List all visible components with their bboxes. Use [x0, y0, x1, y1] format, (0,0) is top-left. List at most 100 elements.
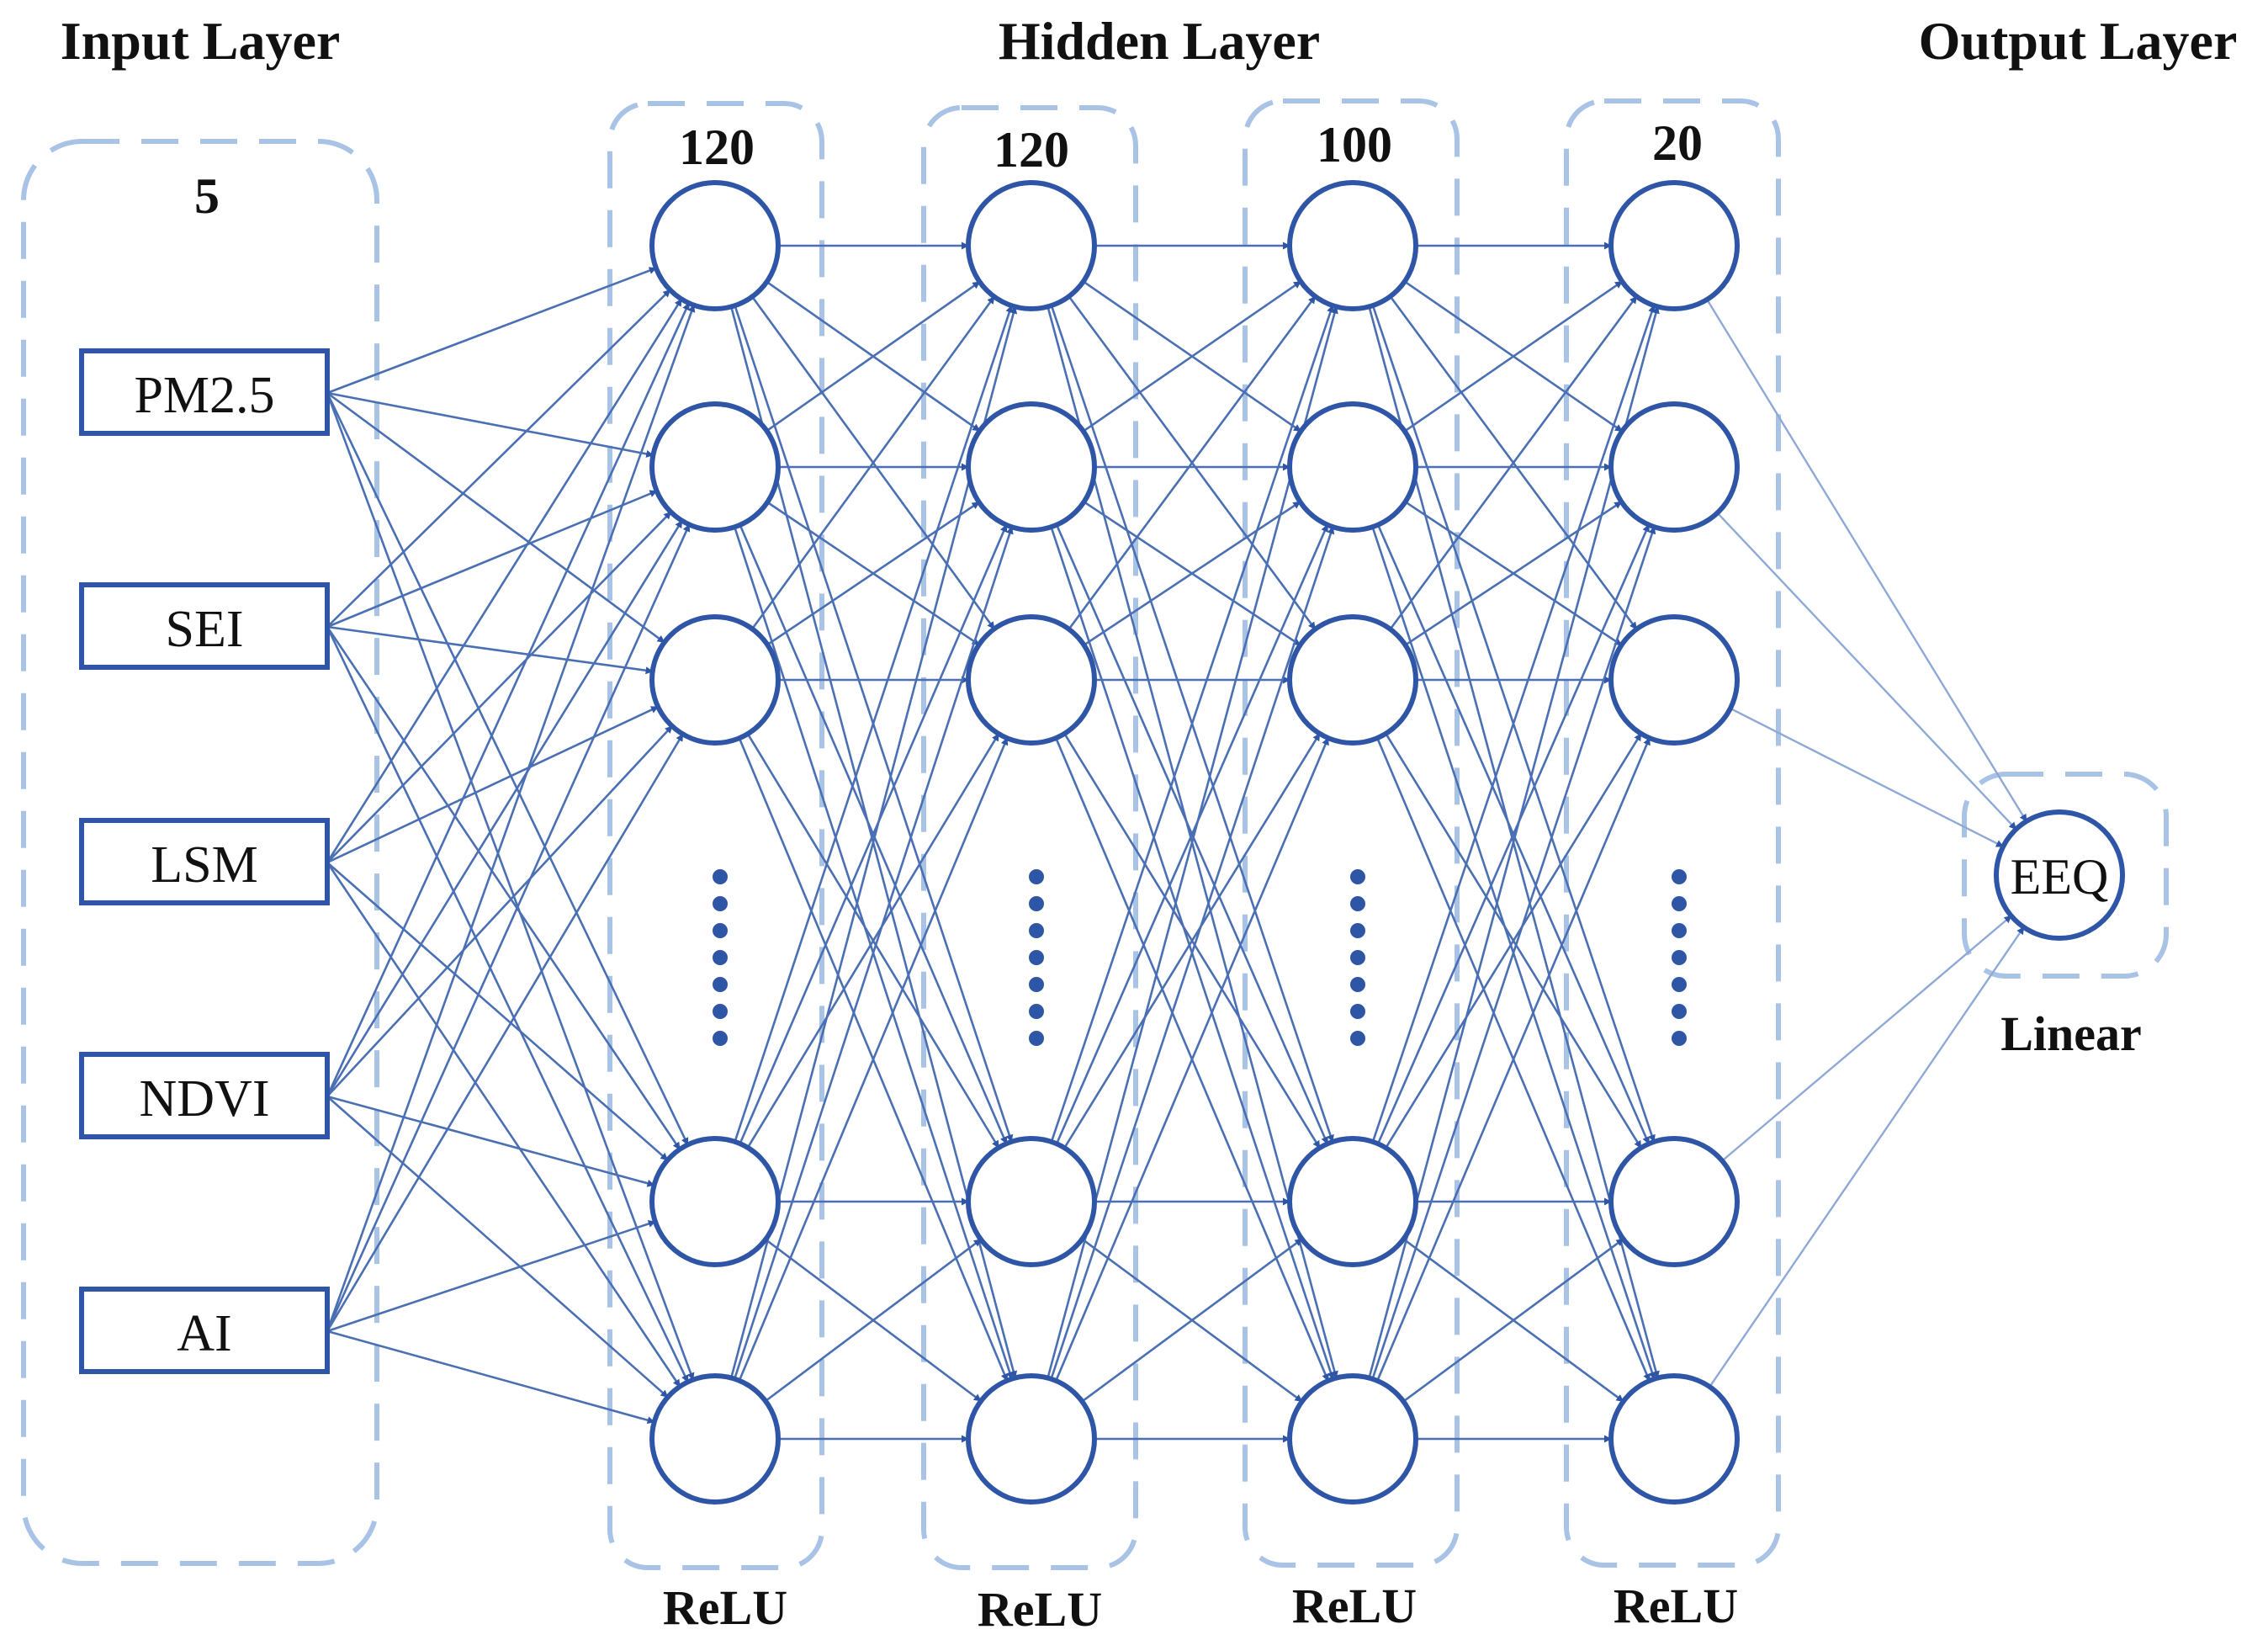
ellipsis-dot: [1672, 923, 1687, 938]
connection-edge: [326, 298, 683, 863]
ellipsis-dot: [1350, 896, 1365, 911]
ellipsis-dot: [1029, 950, 1044, 965]
hidden-neuron-layer-2: [966, 1373, 1097, 1505]
connection-edge: [1050, 526, 1335, 1380]
connection-edge: [1063, 733, 1321, 1149]
input-box: [79, 1287, 330, 1374]
connection-edge: [1730, 707, 2004, 848]
hidden-neuron-layer-3: [1287, 1136, 1418, 1267]
input-box: [79, 348, 330, 436]
output-node: [1994, 809, 2125, 941]
ellipsis-dot: [1350, 1004, 1365, 1019]
connection-edge: [326, 490, 658, 629]
hidden-neuron-layer-3: [1287, 1373, 1418, 1505]
ellipsis-dot: [713, 869, 728, 884]
input-feature-pm25: PM2.5: [79, 348, 330, 436]
hidden-neuron-layer-2: [966, 401, 1097, 533]
connection-edge: [326, 625, 654, 675]
ellipsis-dot: [1029, 1004, 1044, 1019]
hidden-neuron-layer-4: [1608, 614, 1740, 746]
hidden-layer-4-activation: ReLU: [1614, 1579, 1738, 1633]
ellipsis-dot: [1029, 977, 1044, 992]
input-feature-lsm: LSM: [79, 818, 330, 905]
ellipsis-dot: [1029, 1031, 1044, 1046]
connection-edge: [1068, 295, 1317, 630]
output-layer-activation: Linear: [2000, 1006, 2142, 1061]
input-layer-title: Input Layer: [61, 11, 341, 71]
hidden-layer-3-activation: ReLU: [1292, 1579, 1417, 1633]
connection-edge: [326, 862, 669, 1161]
connection-edge: [326, 392, 695, 1381]
connection-edge: [733, 526, 1014, 1380]
connection-edge: [1402, 1238, 1624, 1403]
connection-edge: [1371, 526, 1656, 1380]
hidden-layer-2-activation: ReLU: [978, 1582, 1102, 1637]
hidden-layer-4-group: [1564, 98, 1781, 1568]
connection-edge: [1081, 1238, 1303, 1403]
connection-edge: [326, 626, 681, 1150]
input-label: PM2.5: [134, 367, 274, 424]
connection-edge: [1404, 501, 1623, 646]
connection-edge: [326, 733, 684, 1332]
output-node-label: EEQ: [2011, 849, 2109, 905]
connection-edge: [734, 305, 1014, 1143]
hidden-layer-4-count: 20: [1652, 115, 1703, 171]
ellipsis-dot: [1029, 896, 1044, 911]
connections: [326, 241, 2027, 1443]
connection-edge: [326, 626, 689, 1383]
input-box: [79, 818, 330, 905]
connection-edge: [1389, 295, 1638, 630]
input-layer-count: 5: [194, 168, 220, 224]
ellipsis-dot: [1672, 977, 1687, 992]
connection-edge: [1404, 280, 1623, 433]
hidden-layer-2-count: 120: [994, 122, 1069, 178]
connection-edge: [1083, 280, 1301, 433]
connection-edge: [1376, 523, 1651, 1144]
input-feature-ndvi: NDVI: [79, 1052, 330, 1139]
connection-edge: [326, 862, 681, 1388]
hidden-neuron-layer-4: [1608, 1373, 1740, 1505]
hidden-neuron-layer-1: [649, 401, 781, 533]
connection-edge: [765, 1238, 982, 1403]
hidden-layer-1-count: 120: [679, 119, 755, 175]
ellipsis-dot: [713, 950, 728, 965]
connection-edge: [1055, 737, 1329, 1382]
input-label: NDVI: [140, 1070, 270, 1128]
hidden-layer-3-group: [1243, 98, 1460, 1568]
input-layer-group: [21, 139, 379, 1566]
input-feature-sei: SEI: [79, 582, 330, 670]
ellipsis-dot: [1672, 896, 1687, 911]
hidden-layer-1-activation: ReLU: [663, 1580, 787, 1635]
hidden-neuron-layer-2: [966, 180, 1097, 311]
connection-edge: [326, 511, 672, 863]
hidden-layer-3-count: 100: [1317, 117, 1392, 172]
ellipsis-dot: [1350, 923, 1365, 938]
ellipsis-dot: [1350, 1031, 1365, 1046]
connection-edge: [326, 289, 671, 628]
hidden-neuron-layer-1: [649, 1373, 781, 1505]
input-label: AI: [177, 1305, 231, 1362]
neurons: [649, 180, 1740, 1505]
connection-edge: [326, 1220, 656, 1333]
hidden-neuron-layer-2: [966, 1136, 1097, 1267]
connection-edge: [326, 520, 683, 1097]
ellipsis-dot: [1029, 923, 1044, 938]
hidden-neuron-layer-3: [1287, 401, 1418, 533]
hidden-neuron-layer-4: [1608, 401, 1740, 533]
ellipsis-dot: [1672, 869, 1687, 884]
connection-edge: [1055, 523, 1329, 1144]
connection-edge: [766, 501, 980, 646]
output-layer-group: [1962, 772, 2169, 979]
ellipsis-dot: [1350, 977, 1365, 992]
ellipsis-dot: [1029, 869, 1044, 884]
hidden-neuron-layer-1: [649, 1136, 781, 1267]
connection-edge: [326, 302, 691, 1097]
ellipsis-dot: [1350, 869, 1365, 884]
input-label: LSM: [151, 836, 257, 894]
connection-edge: [326, 391, 654, 458]
ellipsis-dot: [713, 1004, 728, 1019]
connection-edge: [326, 705, 659, 864]
connection-edge: [326, 392, 689, 1146]
connection-edge: [1716, 512, 2017, 831]
connection-edge: [326, 523, 691, 1332]
